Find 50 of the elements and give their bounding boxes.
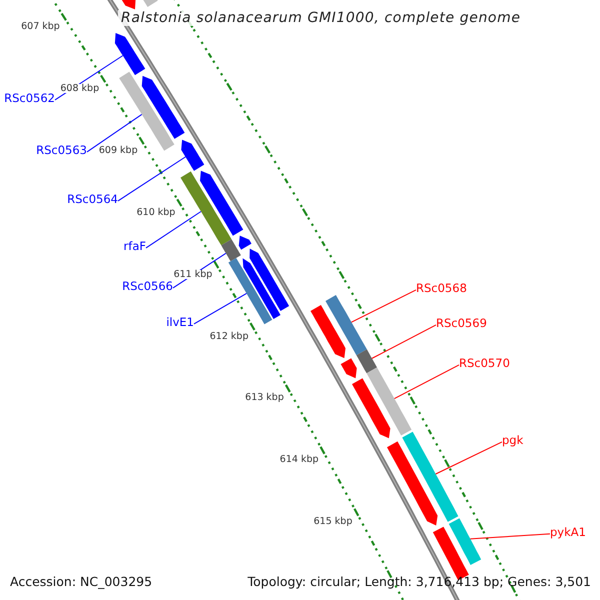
gene-feature	[250, 248, 290, 311]
leader-line	[435, 441, 502, 474]
gene-feature	[340, 358, 357, 378]
gene-label: pykA1	[550, 527, 586, 538]
gene-label: RSc0564	[67, 194, 118, 206]
scale-label: 609 kbp	[98, 146, 139, 156]
gene-feature	[181, 140, 204, 171]
gene-label: ilvE1	[166, 317, 194, 328]
gene-feature	[114, 33, 146, 76]
scale-label: 614 kbp	[278, 455, 320, 465]
gene-label: RSc0562	[4, 93, 55, 104]
gene-feature	[221, 239, 241, 262]
gene-label: rfaF	[124, 241, 146, 252]
leader-line	[470, 533, 550, 540]
gene-feature	[326, 295, 367, 356]
gene-feature	[448, 518, 482, 565]
gene-feature	[387, 441, 438, 526]
gene-label: RSc0568	[416, 283, 467, 294]
scale-label: 608 kbp	[59, 84, 100, 94]
gene-feature	[356, 349, 377, 374]
gene-label: RSc0566	[122, 281, 173, 292]
gene-feature	[142, 76, 185, 139]
scale-label: 613 kbp	[244, 393, 285, 403]
leader-line	[194, 292, 248, 324]
leader-line	[86, 114, 142, 152]
scale-label: 611 kbp	[172, 270, 214, 280]
gene-feature	[402, 432, 458, 522]
scale-label: 612 kbp	[208, 332, 250, 342]
scale-label: 610 kbp	[136, 208, 176, 218]
accession-text: Accession: NC_003295	[10, 576, 152, 588]
gene-feature	[238, 236, 252, 250]
gene-feature	[366, 367, 412, 436]
gene-label: RSc0569	[436, 318, 487, 330]
genome-info-text: Topology: circular; Length: 3,716,413 bp; Genes: 3,501	[248, 576, 591, 588]
gene-feature	[200, 170, 244, 236]
leader-line	[146, 211, 202, 248]
gene-feature	[310, 305, 346, 358]
scale-label: 607 kbp	[20, 22, 61, 32]
gene-feature	[228, 258, 272, 324]
leader-line	[350, 289, 416, 323]
scale-label: 615 kbp	[312, 517, 354, 527]
leader-line	[371, 324, 436, 359]
gene-label: RSc0570	[459, 358, 510, 370]
leader-line	[394, 364, 460, 400]
gene-feature	[242, 258, 280, 319]
leader-line	[118, 156, 186, 202]
gene-feature	[352, 378, 390, 438]
gene-label: pgk	[502, 435, 524, 446]
gene-feature	[180, 171, 232, 246]
gene-label: RSc0563	[36, 145, 87, 156]
